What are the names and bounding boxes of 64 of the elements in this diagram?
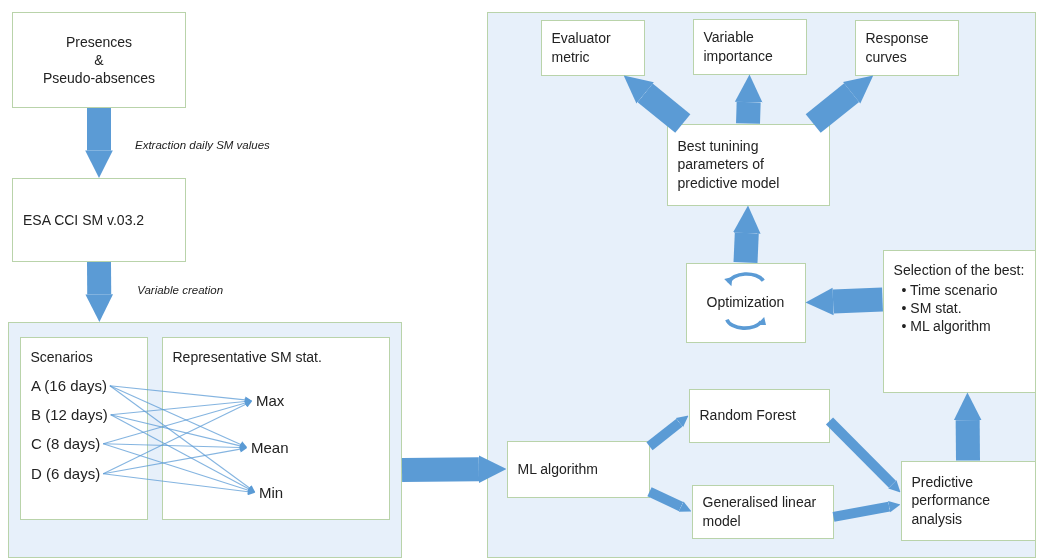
connector-arrow: [109, 385, 248, 448]
edge-label: Extraction daily SM values: [133, 139, 272, 151]
process-box: [666, 123, 830, 206]
statistic-label: Max: [256, 391, 285, 411]
statistic-label: Min: [259, 483, 284, 503]
process-box: [688, 388, 830, 443]
box-text: Response curves: [865, 29, 930, 66]
block-arrow: [85, 261, 113, 322]
box-text: Variable importance: [703, 28, 774, 65]
process-box: [506, 440, 650, 498]
process-box: [854, 19, 959, 76]
block-arrow: [734, 74, 763, 124]
process-box: [540, 19, 645, 76]
box-text: Best tunining parameters of predictive model: [677, 137, 781, 192]
box-text: ESA CCI SM v.03.2: [23, 210, 146, 230]
box-text: Predictive performance analysis: [911, 473, 992, 528]
process-box: [691, 484, 834, 539]
connector-arrow: [102, 401, 253, 475]
block-arrow: [623, 75, 691, 133]
connector-arrow: [102, 443, 256, 494]
connector-arrow: [102, 473, 255, 496]
block-arrow: [805, 75, 874, 133]
block-arrow: [401, 455, 507, 484]
box-heading: Scenarios: [30, 347, 94, 366]
scenario-label: D (6 days): [31, 464, 101, 484]
block-arrow: [832, 500, 901, 522]
process-box: [692, 18, 807, 75]
process-box: [900, 460, 1036, 541]
block-arrow: [805, 287, 883, 316]
edge-label: Variable creation: [135, 284, 226, 296]
connector-arrow: [110, 414, 248, 450]
box-text: Random Forest: [699, 406, 797, 425]
box-heading: Representative SM stat.: [172, 347, 323, 366]
box-text: Presences & Pseudo-absences: [41, 32, 157, 88]
scenario-label: A (16 days): [31, 376, 107, 396]
box-text: Evaluator metric: [551, 29, 612, 66]
connector-arrow: [109, 385, 252, 404]
connector-arrow: [109, 385, 256, 493]
block-arrow: [953, 392, 982, 461]
box-text: Generalised linear model: [702, 493, 818, 530]
block-arrow: [85, 108, 113, 178]
process-box: [19, 336, 148, 520]
list-item: • ML algorithm: [901, 317, 992, 336]
box-text: Optimization: [705, 293, 786, 312]
box-text: ML algorithm: [517, 459, 599, 479]
process-box: [12, 178, 186, 262]
connector-arrow: [110, 398, 252, 416]
group-panel: [8, 322, 402, 558]
process-box: [12, 12, 186, 108]
scenario-label: B (12 days): [31, 405, 108, 425]
process-box: [161, 336, 390, 520]
block-arrow: [646, 415, 689, 451]
block-arrow: [647, 487, 692, 512]
statistic-label: Mean: [251, 438, 289, 458]
group-panel: [487, 12, 1036, 558]
box-text: Selection of the best:: [893, 260, 1025, 279]
block-arrow: [825, 417, 901, 493]
block-arrow: [733, 205, 761, 264]
process-box: [685, 262, 806, 343]
list-item: • Time scenario: [901, 280, 999, 299]
list-item: • SM stat.: [901, 298, 963, 318]
process-box: [882, 249, 1036, 393]
connector-arrow: [110, 414, 256, 493]
scenario-label: C (8 days): [31, 434, 101, 454]
